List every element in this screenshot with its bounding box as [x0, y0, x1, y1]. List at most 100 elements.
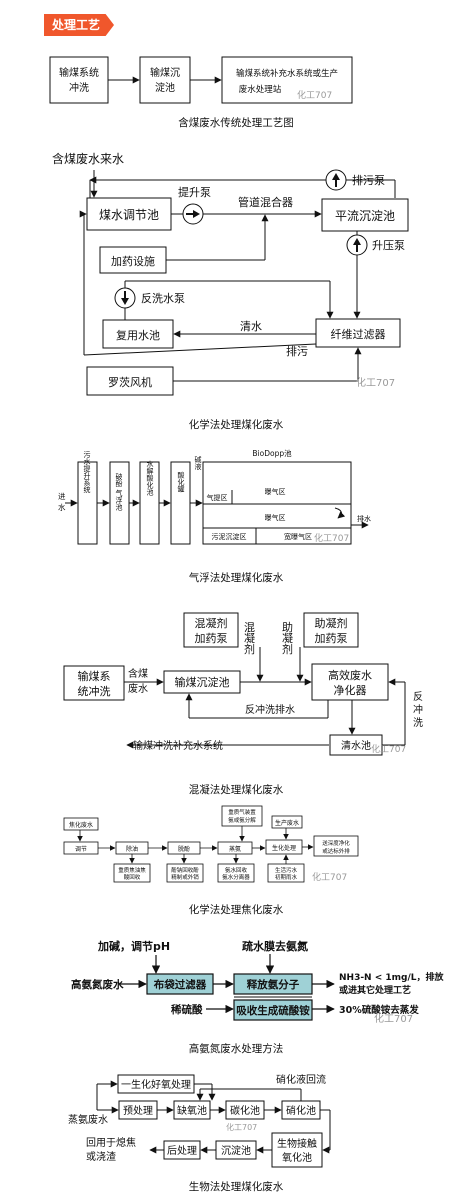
d7-contact-2: 氧化池: [282, 1151, 312, 1164]
d3-zone2: 曝气区: [265, 487, 286, 496]
watermark-6: 化工707: [374, 1012, 413, 1025]
d2-dosing: 加药设施: [111, 255, 155, 268]
d5-ammonia: 蒸氨: [229, 845, 241, 853]
d4-caption: 混凝法处理煤化废水: [189, 783, 284, 796]
d3-zone4: 污泥沉淀区: [212, 532, 247, 541]
d5-note1-1: 重质焦油焦: [118, 866, 146, 874]
d5-note5-1: 生活污水: [275, 866, 298, 874]
d2-sludge-pump: 排污泵: [352, 173, 385, 187]
diagram-coking-chemical: [63, 805, 359, 883]
d1-box3-l1: 输煤系统补充水系统或生产: [236, 68, 338, 79]
d2-discharge: 排污: [286, 344, 308, 358]
d7-nitrify: 硝化池: [286, 1104, 316, 1117]
d2-fiber-filter: 纤维过滤器: [331, 328, 386, 341]
d6-membrane: 疏水膜去氨氮: [242, 939, 308, 953]
watermark-3: 化工707: [314, 532, 349, 544]
d5-note2-2: 精制或外销: [171, 873, 199, 881]
d4-aid-label: 助凝剂: [281, 620, 294, 655]
diagram-traditional-process: [49, 56, 353, 104]
d4-aid-l1: 助凝剂: [315, 616, 348, 630]
d4-coal-l2: 废水: [128, 682, 148, 695]
watermark-2: 化工707: [356, 376, 395, 389]
watermark-4: 化工707: [371, 743, 406, 755]
d3-col6: 碱液: [194, 456, 202, 471]
d7-anoxic: 缺氧池: [177, 1104, 207, 1117]
d1-box1-l2: 冲洗: [69, 81, 89, 94]
d6-result1-1: NH3-N < 1mg/L，排放: [339, 971, 445, 983]
d7-caption: 生物法处理煤化废水: [189, 1180, 284, 1193]
box-biodopp: [202, 461, 352, 545]
d3-inlet-1: 进: [58, 492, 66, 501]
d4-wash-l1: 输煤系: [78, 669, 111, 683]
d3-outlet: 排水: [357, 514, 371, 523]
d4-coag-l1: 混凝剂: [195, 616, 228, 630]
box-wash-sys: [63, 665, 125, 701]
d2-booster-pump: 升压泵: [372, 239, 405, 252]
d2-lift-pump: 提升泵: [178, 186, 211, 199]
d5-coking: 焦化废水: [69, 821, 93, 829]
d3-inlet-2: 水: [58, 502, 66, 512]
d3-header: BioDopp池: [252, 448, 292, 458]
d4-settle: 输煤沉淀池: [175, 675, 230, 689]
d1-box3-l2: 废水处理站: [239, 84, 282, 95]
d6-result1-2: 或进其它处理工艺: [339, 984, 411, 996]
d3-zone1: 气提区: [207, 493, 228, 502]
d2-pipe-mixer: 管道混合器: [238, 195, 293, 209]
d5-note1-2: 酸回收: [124, 873, 141, 881]
d1-box1-l1: 输煤系统: [59, 66, 99, 79]
diagram-air-flotation: [65, 461, 369, 545]
box-purifier: [311, 663, 389, 701]
box-fiber-filter: [315, 318, 401, 348]
d2-adjust-tank: 煤水调节池: [99, 208, 159, 222]
d5-note5-2: 初期雨水: [275, 873, 298, 881]
d7-reuse-1: 回用于熄焦: [86, 1136, 136, 1149]
d3-col2: 破酚: [115, 472, 123, 488]
box-aid-dose: [303, 612, 359, 648]
d5-note3-2: 氨水分离器: [222, 873, 250, 881]
box-settling-tank: [321, 198, 409, 232]
d2-reuse-tank: 复用水池: [116, 328, 160, 342]
d7-aerobic: 一生化好氧处理: [121, 1078, 191, 1091]
d4-coag-l2: 加药泵: [195, 632, 228, 645]
d2-settling-tank: 平流沉淀池: [335, 209, 395, 223]
d4-clear-pool: 清水池: [341, 739, 371, 752]
d2-caption: 化学法处理煤化废水: [189, 418, 284, 431]
diagram-high-ammonia: [120, 954, 335, 1021]
d4-wash-l2: 统冲洗: [78, 684, 111, 698]
d4-backwash-3: 洗: [413, 717, 423, 729]
box-absorb: [233, 999, 313, 1021]
d6-result2: 30%硫酸铵去蒸发: [339, 1004, 419, 1016]
d3-col3: 气浮池: [115, 489, 123, 511]
d3-col5: 酸化罐: [177, 471, 185, 494]
d4-backwash-drain: 反冲洗排水: [245, 703, 295, 716]
d6-acid: 稀硫酸: [171, 1003, 203, 1016]
d4-purifier-l1: 高效废水: [328, 668, 372, 682]
d2-blower: 罗茨风机: [108, 375, 152, 389]
d3-zone5: 宽曝气区: [284, 532, 312, 541]
diagram-chemical-coal: [79, 169, 409, 396]
d5-caption: 化学法处理焦化废水: [189, 903, 284, 916]
section-tag: 处理工艺: [44, 14, 115, 36]
box-settling: [139, 56, 191, 104]
d3-col4: 水解酸化池: [146, 460, 154, 496]
d1-box2-l2: 淀池: [155, 81, 175, 94]
box-reuse-tank: [102, 319, 174, 349]
box-wash-system: [49, 56, 109, 104]
d3-col1: 污水提升系统: [83, 451, 91, 494]
d4-backwash-2: 冲: [413, 703, 423, 716]
watermark-5: 化工707: [312, 871, 347, 883]
d5-deep-1: 送深度净化: [322, 839, 350, 847]
watermark-1: 化工707: [297, 89, 332, 101]
d5-deoil: 除油: [126, 845, 138, 853]
d6-caption: 高氨氮废水处理方法: [189, 1042, 284, 1055]
d5-dephenol: 脱酚: [178, 845, 190, 853]
d4-purifier-l2: 净化器: [334, 683, 367, 697]
d3-zone3: 曝气区: [265, 513, 286, 522]
box-coag-dose: [183, 612, 239, 648]
d2-backwash-pump: 反洗水泵: [141, 292, 185, 305]
d7-pretreat: 预处理: [123, 1105, 153, 1117]
d7-reuse-2: 或浇渣: [86, 1150, 116, 1163]
d2-inflow: 含煤废水来水: [52, 151, 124, 166]
d5-regulate: 调节: [75, 845, 87, 853]
